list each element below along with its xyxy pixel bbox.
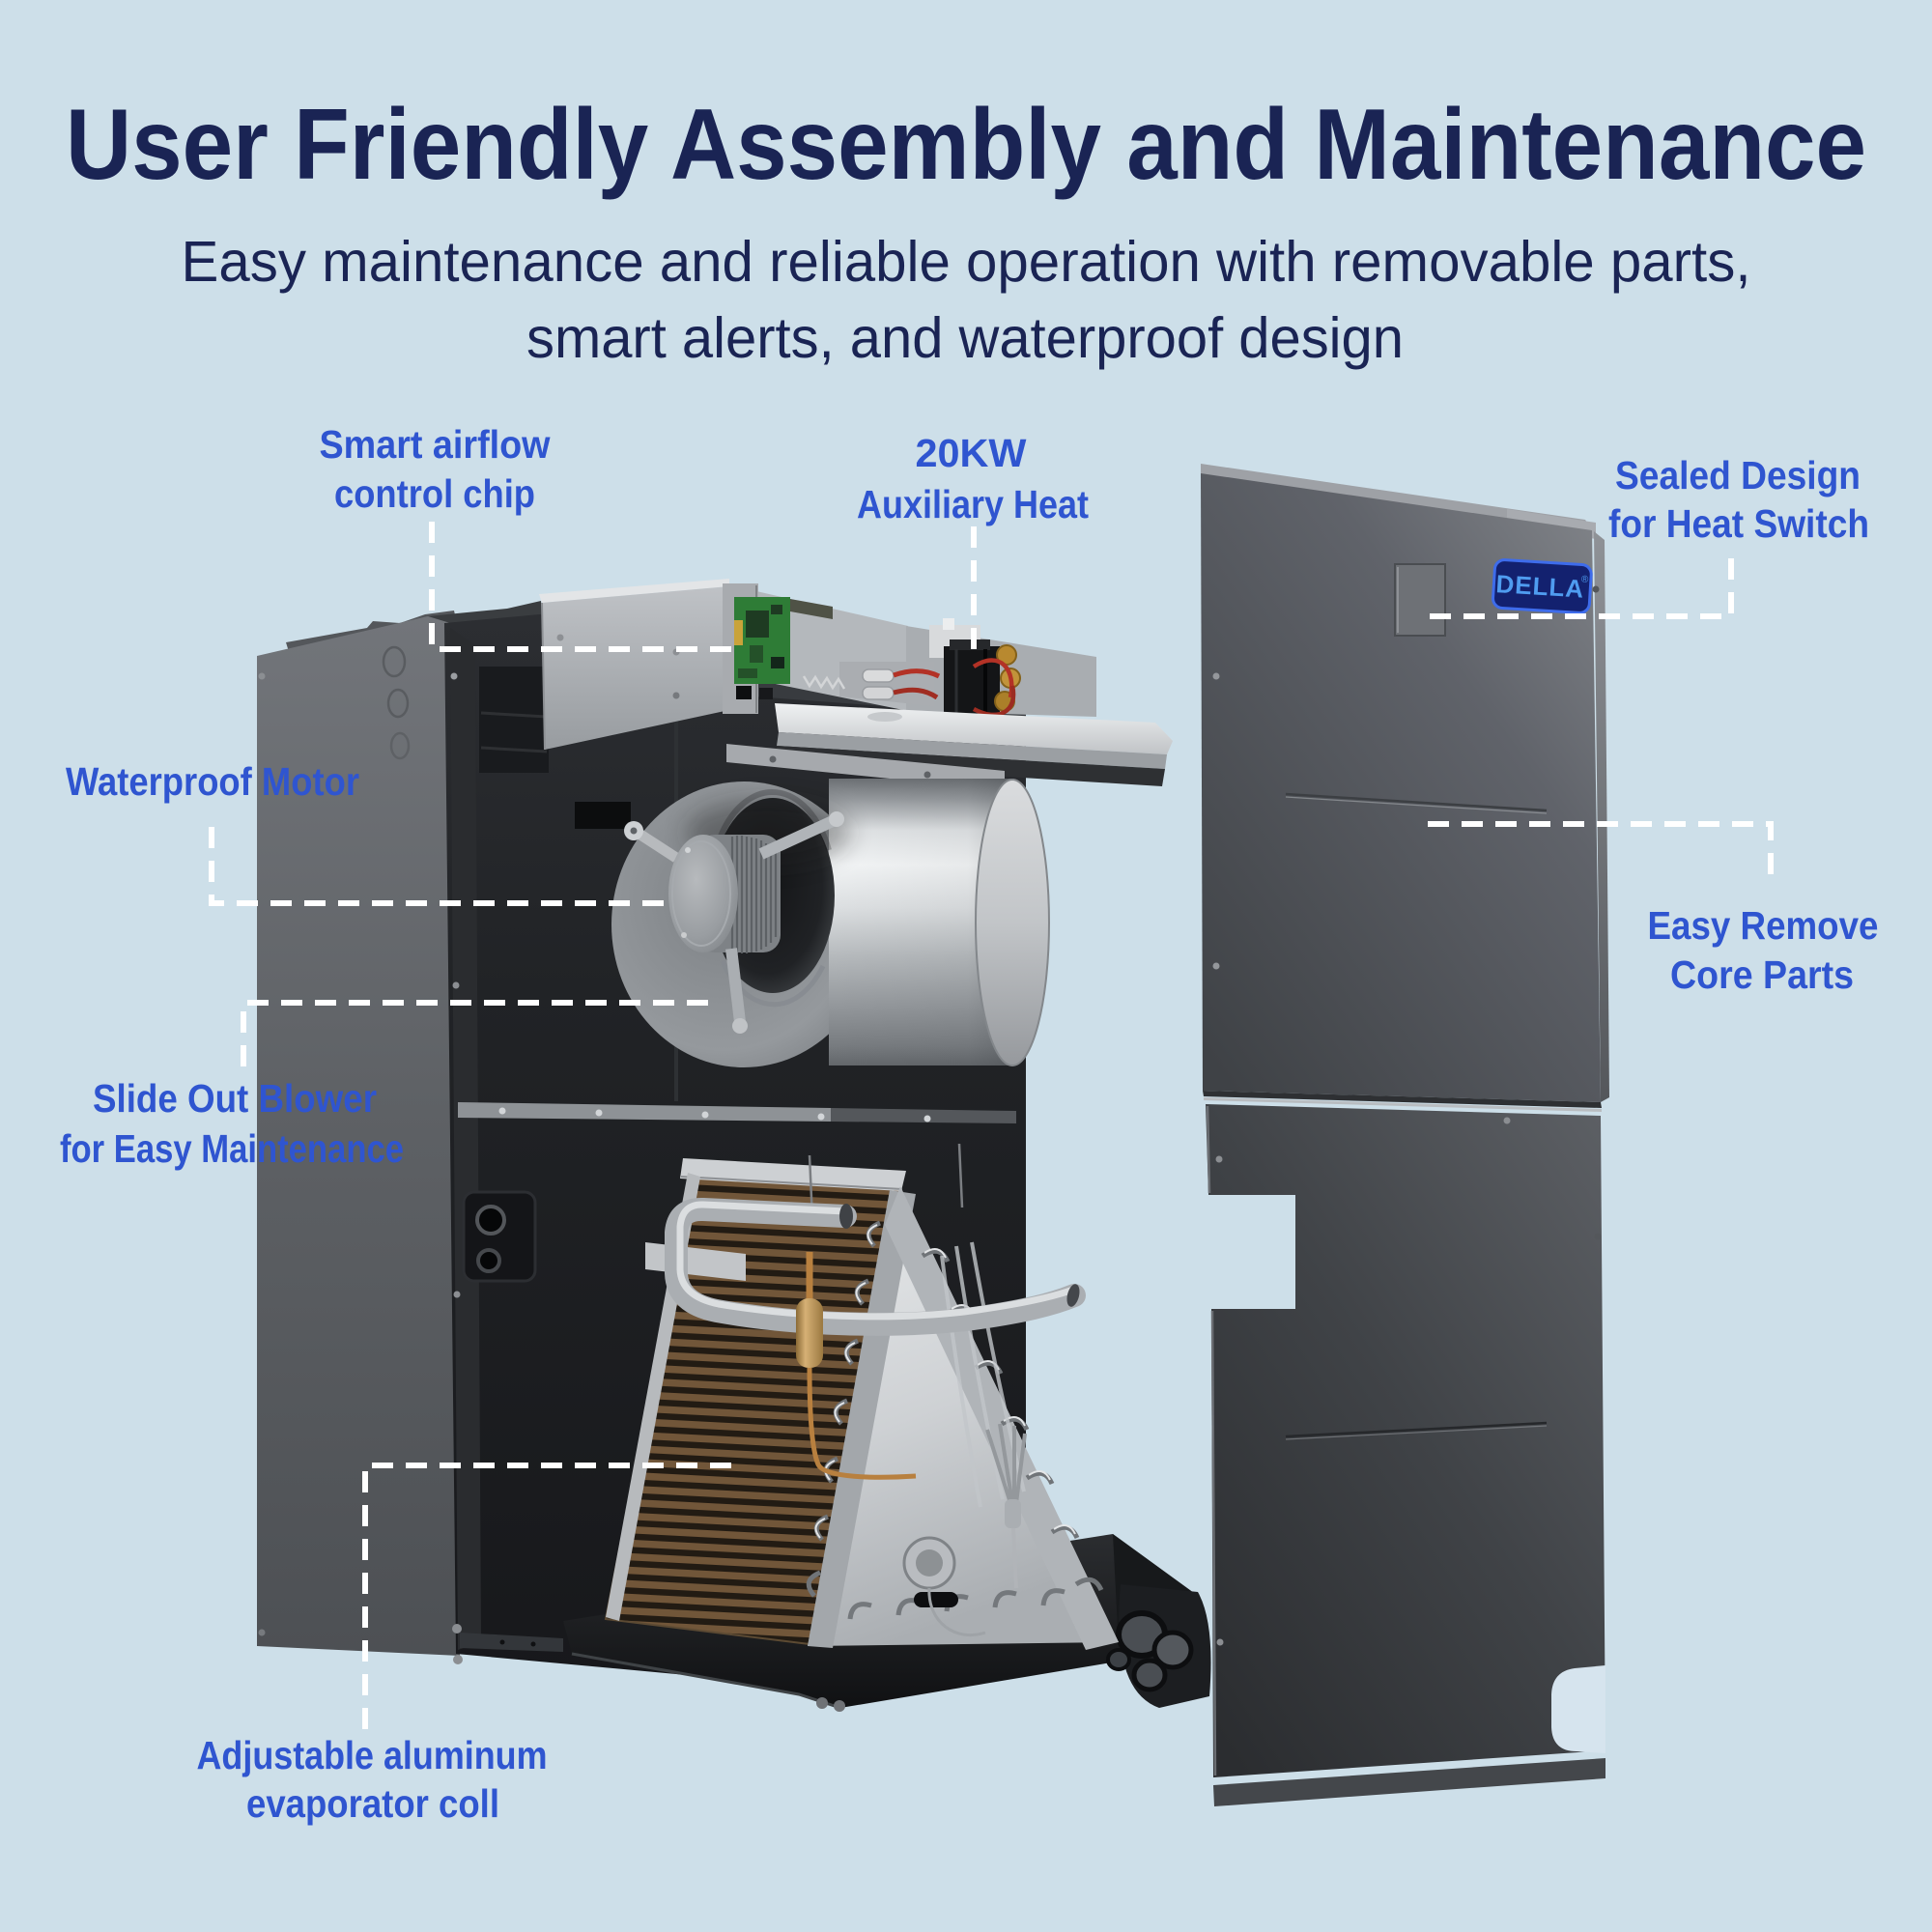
svg-text:Core Parts: Core Parts — [1670, 952, 1854, 997]
svg-text:control chip: control chip — [334, 471, 535, 516]
svg-text:Slide Out Blower: Slide Out Blower — [93, 1076, 377, 1121]
svg-text:smart alerts, and waterproof d: smart alerts, and waterproof design — [526, 306, 1404, 370]
svg-text:for Heat Switch: for Heat Switch — [1608, 501, 1869, 546]
svg-text:User Friendly Assembly and Mai: User Friendly Assembly and Maintenance — [66, 89, 1866, 201]
svg-text:evaporator coll: evaporator coll — [246, 1781, 499, 1826]
svg-text:Auxiliary Heat: Auxiliary Heat — [857, 482, 1089, 526]
svg-text:Easy Remove: Easy Remove — [1648, 903, 1879, 948]
svg-text:Waterproof Motor: Waterproof Motor — [66, 759, 359, 804]
svg-text:20KW: 20KW — [916, 431, 1027, 475]
svg-text:Adjustable aluminum: Adjustable aluminum — [197, 1733, 548, 1777]
svg-text:®: ® — [1581, 574, 1590, 584]
svg-text:DELLA: DELLA — [1495, 569, 1585, 604]
svg-text:Easy maintenance and reliable: Easy maintenance and reliable operation … — [182, 230, 1751, 294]
svg-text:Sealed Design: Sealed Design — [1615, 453, 1861, 497]
svg-text:for Easy Maintenance: for Easy Maintenance — [60, 1126, 404, 1171]
svg-text:Smart airflow: Smart airflow — [320, 422, 551, 467]
